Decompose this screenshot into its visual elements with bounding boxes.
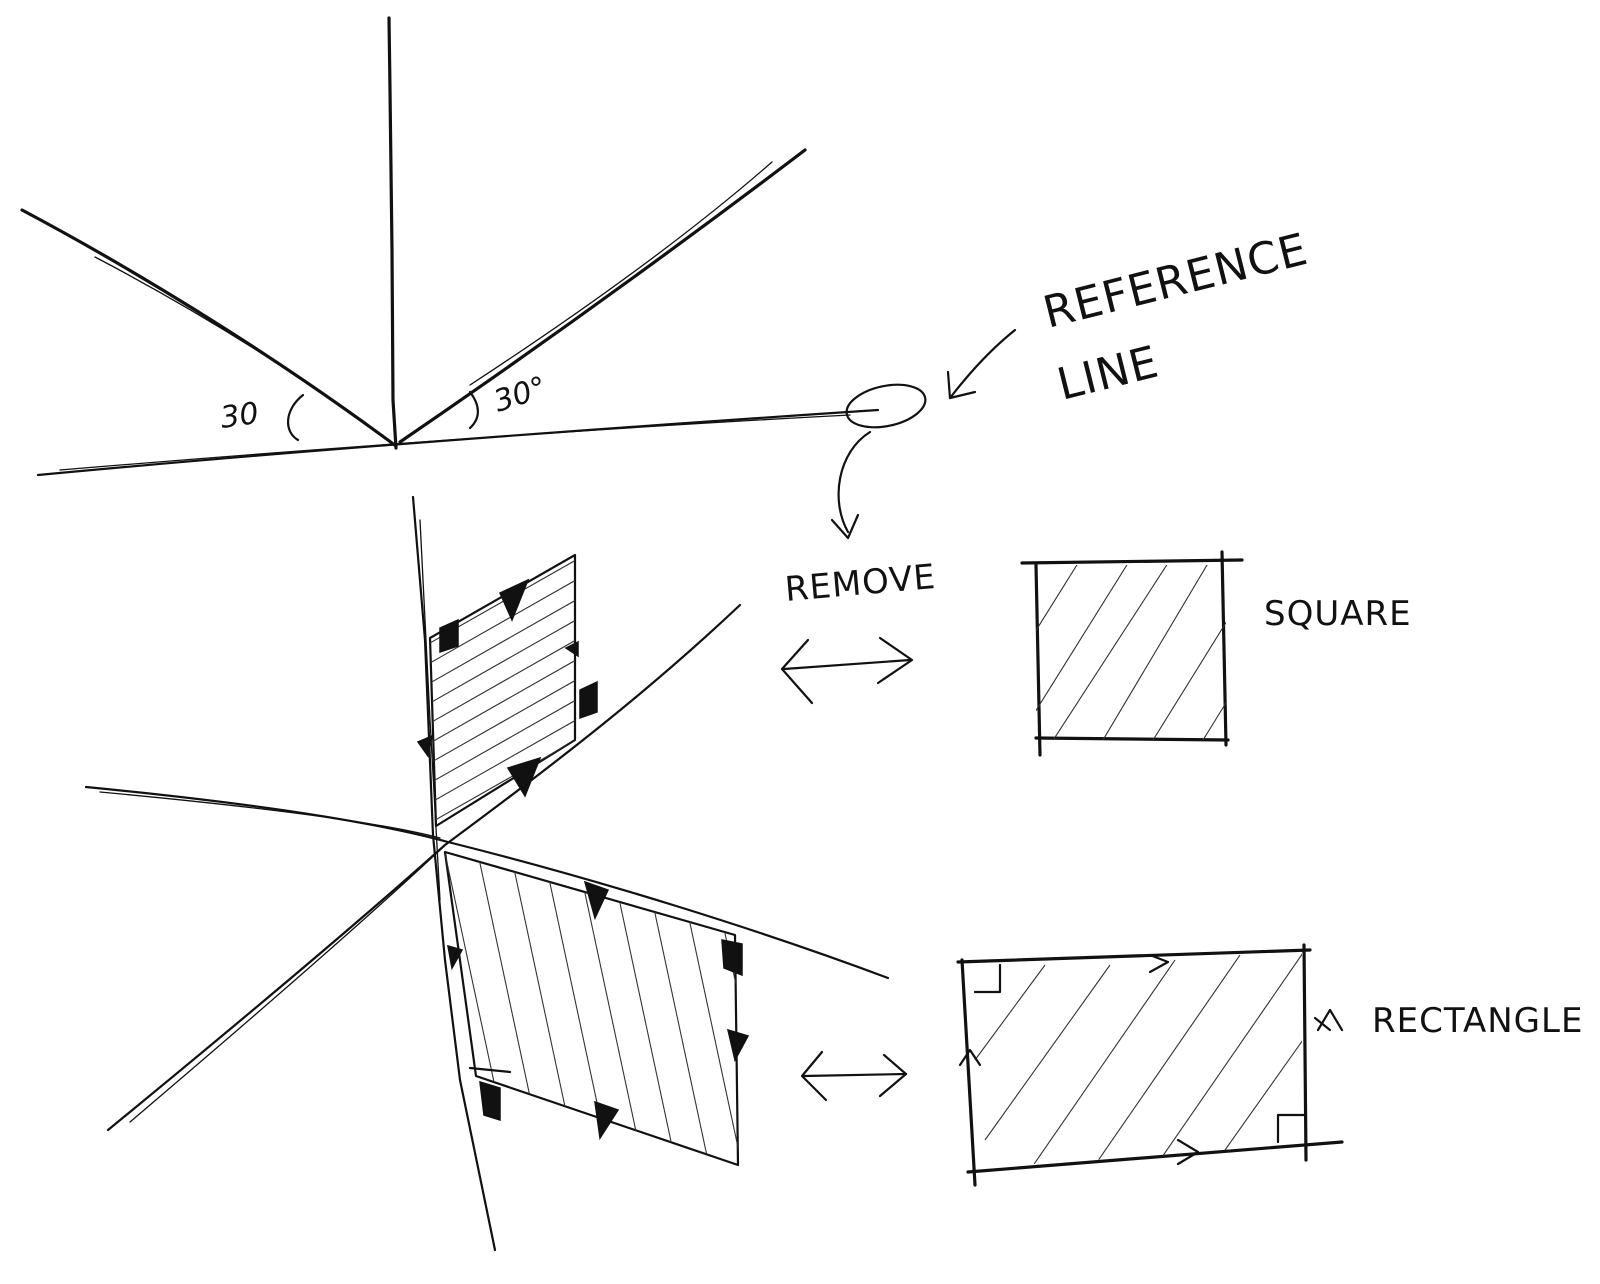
vertical-axis (387, 16, 398, 450)
iso-square-face (416, 553, 598, 828)
iso-vertical-axis (411, 495, 497, 1252)
iso-rectangle-face (443, 850, 750, 1167)
isometric-view (84, 495, 890, 1252)
reference-line-circle (845, 383, 927, 429)
square-label: SQUARE (1264, 594, 1412, 634)
reference-pointer-arrow-icon (946, 328, 1017, 400)
iso-right-axis (106, 603, 742, 1132)
rectangle-double-arrow-icon (800, 1050, 908, 1102)
angle-label-left: 30 (218, 396, 261, 436)
remove-label: REMOVE (783, 557, 937, 610)
iso-left-axis (84, 785, 890, 980)
angle-label-right: 30° (490, 370, 551, 420)
reference-label: REFERENCE (1038, 224, 1313, 339)
reference-axes-diagram: 30 30° REFERENCE LINE REMOVE (20, 16, 1313, 610)
right-30-axis (398, 148, 807, 444)
line-label: LINE (1052, 336, 1164, 410)
angle-arc-left (287, 393, 305, 442)
square-double-arrow-icon (780, 636, 914, 705)
angle-arc-right (468, 390, 479, 430)
rectangle-label: RECTANGLE (1372, 1001, 1583, 1041)
front-square: SQUARE (1020, 550, 1412, 757)
reference-line (36, 408, 880, 477)
remove-pointer-arrow-icon (830, 430, 872, 540)
left-30-axis (20, 208, 398, 448)
front-rectangle: RECTANGLE (956, 943, 1583, 1187)
